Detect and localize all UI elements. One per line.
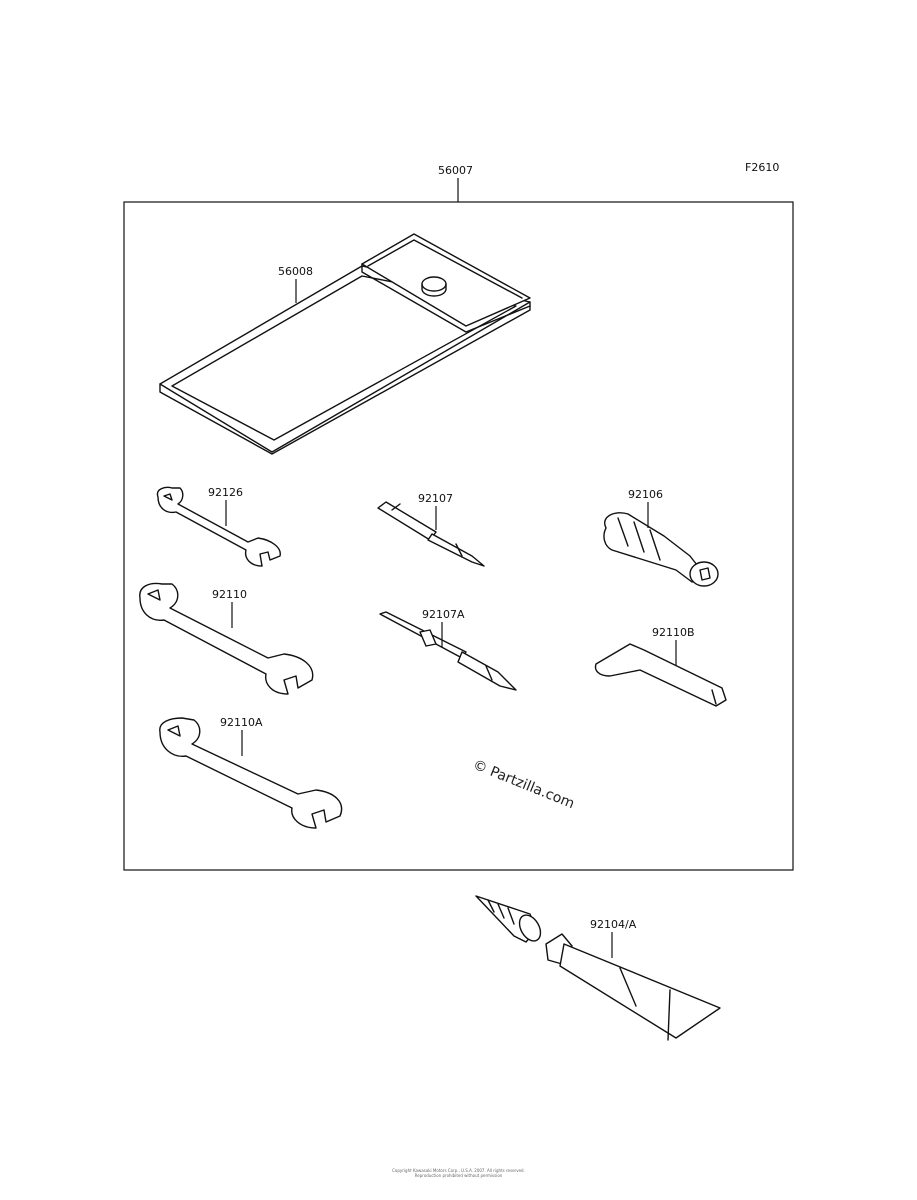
- socket[interactable]: [603, 512, 719, 587]
- part-label-hex-key: 92110B: [652, 626, 695, 639]
- copyright-line-2: Reproduction prohibited without permissi…: [414, 1173, 503, 1178]
- grease-tube[interactable]: [475, 895, 721, 1041]
- kit-label: 56007: [438, 164, 473, 177]
- wrench-large[interactable]: [159, 717, 343, 829]
- part-label-wrench-small: 92126: [208, 486, 243, 499]
- screwdriver-long[interactable]: [379, 611, 517, 691]
- wrench-medium[interactable]: [139, 582, 314, 695]
- part-label-wrench-medium: 92110: [212, 588, 247, 601]
- copyright-notice: Copyright Kawasaki Motors Corp., U.S.A. …: [0, 1168, 917, 1178]
- copyright-line-1: Copyright Kawasaki Motors Corp., U.S.A. …: [392, 1168, 525, 1173]
- wrench-small[interactable]: [156, 486, 281, 567]
- part-label-screwdriver-long: 92107A: [422, 608, 465, 621]
- part-label-grease-tube: 92104/A: [590, 918, 637, 931]
- part-label-pouch: 56008: [278, 265, 313, 278]
- part-label-socket: 92106: [628, 488, 663, 501]
- tool-pouch[interactable]: [159, 233, 531, 455]
- hex-key[interactable]: [594, 643, 727, 707]
- watermark: © Partzilla.com: [471, 757, 577, 812]
- figure-code: F2610: [745, 161, 779, 174]
- kit-frame: [123, 201, 794, 871]
- screwdriver[interactable]: [377, 501, 485, 567]
- part-label-screwdriver: 92107: [418, 492, 453, 505]
- part-label-wrench-large: 92110A: [220, 716, 263, 729]
